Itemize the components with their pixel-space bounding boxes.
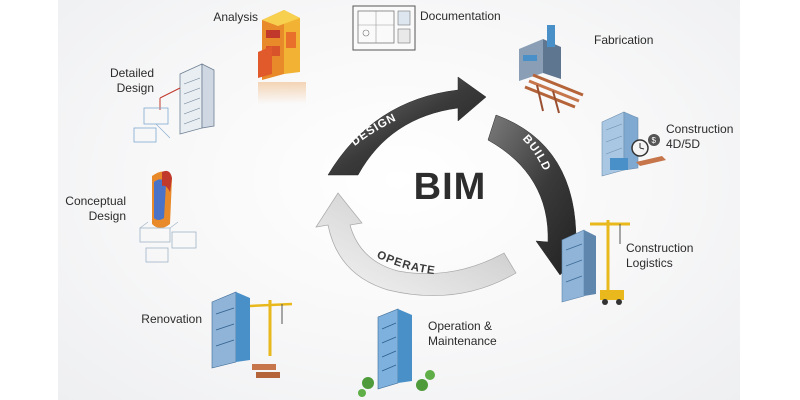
analysis-building-icon	[258, 10, 300, 80]
design-arrow	[327, 76, 487, 176]
documentation-label: Documentation	[420, 9, 501, 23]
analysis-label: Analysis	[213, 10, 258, 24]
detailed-design-label: Detailed Design	[109, 66, 154, 95]
diagram-canvas: DESIGN BUILD OPERATE BIM Analysis Docume…	[58, 0, 740, 400]
documentation-drawing-icon	[352, 5, 416, 51]
conceptual-design-label: Conceptual Design	[65, 194, 126, 223]
construction-logistics-icon	[561, 220, 630, 305]
bim-center-title: BIM	[413, 166, 487, 208]
analysis-reflection	[258, 82, 306, 104]
operation-maintenance-label: Operation & Maintenance	[428, 319, 497, 348]
fabrication-label: Fabrication	[594, 33, 654, 47]
svg-text:$: $	[652, 136, 657, 145]
fabrication-machine-icon	[519, 25, 584, 114]
construction-logistics-label: Construction Logistics	[626, 241, 694, 270]
renovation-label: Renovation	[141, 312, 202, 326]
operation-maintenance-icon	[358, 308, 435, 397]
detailed-design-icon	[133, 63, 215, 143]
conceptual-design-icon	[139, 170, 197, 263]
operate-arrow	[315, 192, 517, 297]
construction-4d5d-label: Construction 4D/5D	[666, 122, 734, 151]
bim-cycle-diagram: DESIGN BUILD OPERATE	[315, 76, 588, 297]
renovation-building-icon	[211, 291, 293, 378]
construction-4d5d-icon: $	[601, 111, 666, 177]
